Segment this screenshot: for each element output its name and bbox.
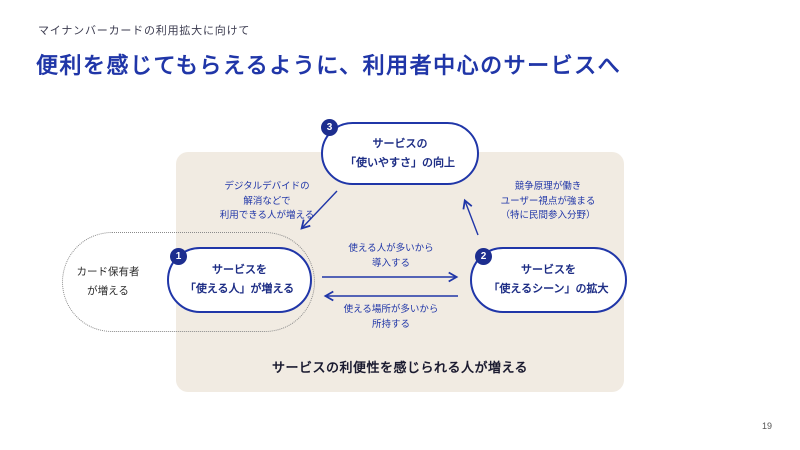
eyebrow-text: マイナンバーカードの利用拡大に向けて	[38, 25, 251, 37]
label-possess: 使える場所が多いから 所持する	[343, 304, 439, 330]
page-number: 19	[761, 421, 772, 431]
page-title: 便利を感じてもらえるように、利用者中心のサービスへ	[36, 53, 622, 78]
label-digital-divide: デジタルデバイドの 解消などで 利用できる人が増える	[219, 181, 315, 222]
node-service-usability: サービスの 「使いやすさ」の向上	[321, 122, 479, 185]
label-adopt: 使える人が多いから 導入する	[348, 243, 434, 269]
badge-1: 1	[170, 248, 187, 265]
badge-3: 3	[321, 119, 338, 136]
label-competition: 競争原理が働き ユーザー視点が強まる （特に民間参入分野）	[500, 181, 596, 222]
node-usable-people: サービスを 「使える人」が増える	[167, 247, 312, 313]
node-usable-scenes: サービスを 「使えるシーン」の拡大	[470, 247, 627, 313]
card-holders-label: カード保有者 が増える	[76, 266, 140, 297]
card-holders-group-outline	[62, 232, 315, 332]
badge-2: 2	[475, 248, 492, 265]
bottom-caption: サービスの利便性を感じられる人が増える	[271, 360, 529, 375]
